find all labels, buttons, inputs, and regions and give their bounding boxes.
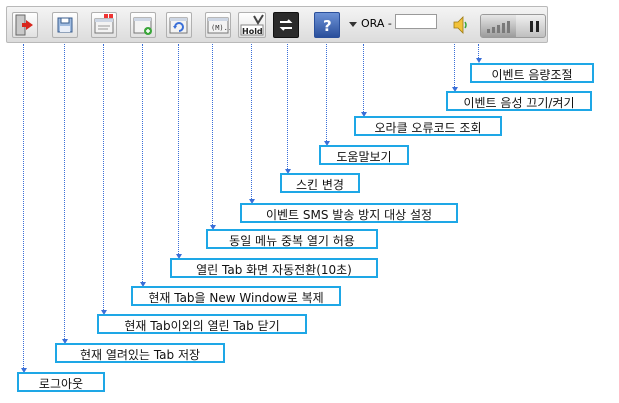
connector-duplicate-menu bbox=[212, 44, 213, 227]
callout-duplicate-menu: 동일 메뉴 중복 열기 허용 bbox=[206, 229, 378, 249]
volume-bar-icon bbox=[487, 21, 510, 33]
event-volume-slider[interactable] bbox=[480, 14, 546, 38]
connector-auto-switch bbox=[178, 44, 179, 256]
help-icon: ? bbox=[323, 17, 332, 35]
callout-help: 도움말보기 bbox=[319, 145, 409, 165]
arrow-down-icon bbox=[361, 112, 367, 117]
connector-sound bbox=[454, 44, 455, 89]
main-toolbar: (M).. Hold ? ORA - bbox=[6, 6, 548, 43]
logout-door-icon bbox=[15, 14, 33, 36]
auto-switch-button[interactable] bbox=[166, 12, 192, 38]
callout-sms-block: 이벤트 SMS 발송 방지 대상 설정 bbox=[240, 203, 458, 223]
volume-pause-icon[interactable] bbox=[530, 21, 539, 32]
connector-hold bbox=[251, 44, 252, 201]
new-window-button[interactable] bbox=[130, 12, 156, 38]
ora-label: ORA - bbox=[361, 17, 392, 30]
ora-error-code-input[interactable] bbox=[395, 14, 437, 29]
arrow-down-icon bbox=[21, 368, 27, 373]
callout-sound-toggle: 이벤트 음성 끄기/켜기 bbox=[446, 91, 592, 111]
logout-button[interactable] bbox=[12, 12, 38, 38]
close-other-tabs-icon bbox=[94, 14, 114, 34]
help-icon-text: ? bbox=[323, 17, 332, 35]
callout-auto-switch: 열린 Tab 화면 자동전환(10초) bbox=[170, 258, 378, 278]
connector-help bbox=[326, 44, 327, 143]
connector-ora bbox=[363, 44, 364, 114]
arrow-down-icon bbox=[249, 199, 255, 204]
arrow-down-icon bbox=[285, 169, 291, 174]
callout-close-other-tabs: 현재 Tab이외의 열린 Tab 닫기 bbox=[97, 314, 307, 334]
arrow-down-icon bbox=[324, 141, 330, 146]
arrow-down-icon bbox=[62, 339, 68, 344]
duplicate-menu-icon: (M).. bbox=[207, 17, 230, 34]
connector-logout bbox=[23, 44, 24, 370]
hold-icon: Hold bbox=[240, 14, 264, 36]
connector-close-others bbox=[103, 44, 104, 312]
connector-save bbox=[64, 44, 65, 341]
connector-new-window bbox=[142, 44, 143, 284]
event-sound-toggle[interactable] bbox=[451, 14, 471, 36]
callout-ora-lookup: 오라클 오류코드 조회 bbox=[354, 116, 502, 136]
duplicate-menu-button[interactable]: (M).. bbox=[205, 12, 231, 38]
arrow-down-icon bbox=[140, 282, 146, 287]
help-button[interactable]: ? bbox=[314, 12, 340, 38]
arrow-down-icon bbox=[101, 310, 107, 315]
hold-sms-button[interactable]: Hold bbox=[238, 12, 266, 38]
arrow-down-icon bbox=[476, 58, 482, 63]
skin-change-icon bbox=[279, 19, 293, 31]
speaker-icon bbox=[453, 16, 467, 34]
arrow-down-icon bbox=[452, 87, 458, 92]
skin-change-button[interactable] bbox=[273, 12, 299, 38]
callout-logout: 로그아웃 bbox=[17, 372, 105, 392]
connector-volume bbox=[478, 44, 479, 60]
close-other-tabs-button[interactable] bbox=[91, 12, 117, 38]
save-tabs-button[interactable] bbox=[52, 12, 78, 38]
arrow-down-icon bbox=[210, 225, 216, 230]
callout-skin-change: 스킨 변경 bbox=[280, 173, 360, 193]
auto-refresh-icon bbox=[169, 17, 188, 34]
callout-volume: 이벤트 음량조절 bbox=[470, 63, 594, 83]
connector-skin bbox=[287, 44, 288, 171]
hold-icon-text: Hold bbox=[242, 27, 263, 36]
svg-text:(M)..: (M).. bbox=[211, 24, 230, 32]
save-floppy-icon bbox=[57, 17, 73, 33]
callout-new-window: 현재 Tab을 New Window로 복제 bbox=[131, 286, 341, 306]
help-dropdown-chevron-icon[interactable] bbox=[349, 22, 357, 27]
new-window-copy-icon bbox=[133, 17, 152, 35]
callout-save-tabs: 현재 열려있는 Tab 저장 bbox=[55, 343, 225, 363]
arrow-down-icon bbox=[176, 254, 182, 259]
